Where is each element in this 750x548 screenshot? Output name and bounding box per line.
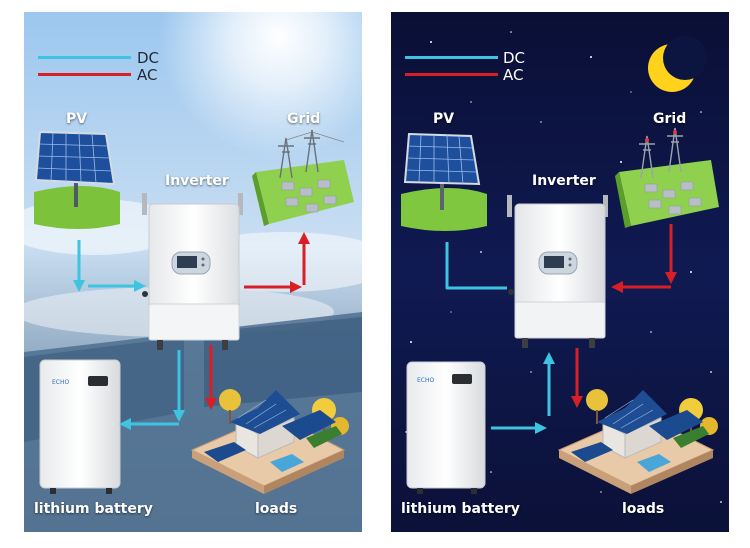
solar-field	[204, 317, 362, 407]
grid-label: Grid	[653, 111, 687, 127]
night-panel: ECHO	[391, 12, 729, 532]
battery-label: lithium battery	[401, 501, 520, 517]
dc-arrow-head	[119, 418, 131, 430]
battery-brand-logo: ECHO	[52, 379, 69, 386]
ac-legend-line	[405, 73, 498, 76]
moon-icon	[648, 36, 707, 92]
loads-house-icon	[557, 389, 718, 494]
dc-arrow-head	[535, 422, 547, 434]
dc-flow-line-pv-to-inverter	[445, 242, 507, 290]
ac-arrow-head	[571, 396, 583, 408]
ac-legend-label: AC	[137, 66, 158, 84]
battery-device: ECHO	[39, 359, 121, 494]
day-panel: ECHO	[24, 12, 362, 532]
dc-arrow-head	[73, 280, 85, 292]
inverter-label: Inverter	[532, 173, 596, 189]
pv-label: PV	[433, 111, 455, 127]
dc-arrow-head	[543, 352, 555, 364]
dc-legend-line	[405, 56, 498, 59]
dc-legend-line	[38, 56, 131, 59]
inverter-device	[507, 195, 608, 348]
night-scene: ECHO	[391, 12, 729, 532]
sun-glow	[159, 12, 362, 157]
pv-panel-icon	[401, 132, 487, 231]
ac-arrow-head	[290, 281, 302, 293]
dc-arrow-head	[173, 410, 185, 422]
day-scene: ECHO	[24, 12, 362, 532]
battery-brand-logo: ECHO	[417, 377, 434, 384]
ac-arrow-head	[205, 398, 217, 410]
grid-label: Grid	[287, 111, 321, 127]
dc-legend-label: DC	[503, 49, 526, 67]
inverter-device	[142, 193, 243, 350]
dc-legend-label: DC	[137, 49, 160, 67]
grid-icon	[252, 129, 354, 226]
inverter-label: Inverter	[165, 173, 229, 189]
pv-label: PV	[66, 111, 88, 127]
grid-icon	[615, 127, 719, 228]
ac-arrow-head	[611, 281, 623, 293]
ac-legend-line	[38, 73, 131, 76]
ac-legend-label: AC	[503, 66, 524, 84]
battery-label: lithium battery	[34, 501, 153, 517]
loads-label: loads	[255, 501, 298, 517]
ac-arrow-head	[665, 272, 677, 284]
pv-panel-icon	[34, 130, 120, 229]
battery-device: ECHO	[406, 361, 486, 494]
dc-arrow-head	[134, 280, 146, 292]
loads-house-icon	[190, 389, 349, 494]
loads-label: loads	[622, 501, 665, 517]
ac-arrow-head	[298, 232, 310, 244]
